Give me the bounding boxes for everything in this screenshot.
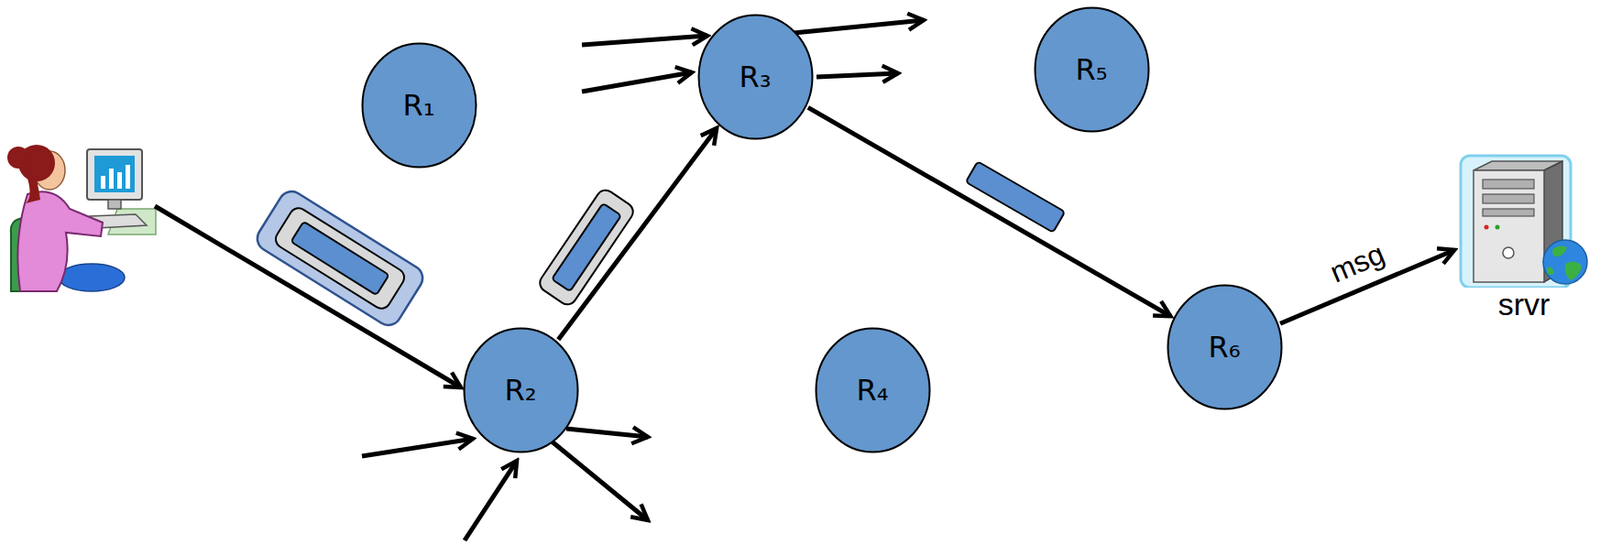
node-texts: R₅ xyxy=(1074,53,1107,88)
traffic-arrow xyxy=(361,438,473,457)
server-icon xyxy=(1473,170,1545,283)
node-texts: R₆ xyxy=(1207,330,1240,365)
traffic-arrow xyxy=(793,20,924,33)
onion-packet xyxy=(290,221,389,296)
server-node: srvr xyxy=(1457,153,1591,322)
server-icon xyxy=(1543,240,1588,285)
router-outline xyxy=(815,328,930,453)
node-texts: srvr xyxy=(1498,287,1551,322)
server-icon xyxy=(1546,267,1555,275)
server-icon xyxy=(1484,225,1490,231)
onion-packet xyxy=(536,186,636,308)
router-circle: R₃ xyxy=(697,13,814,141)
user-illustration xyxy=(7,146,30,169)
router-outline xyxy=(1034,8,1149,132)
router-outline xyxy=(698,15,812,140)
connector-arrow xyxy=(808,107,1171,317)
traffic-arrow xyxy=(464,460,517,541)
router-circle: R₆ xyxy=(1166,284,1283,411)
user-illustration xyxy=(109,168,114,189)
user-illustration xyxy=(125,164,131,189)
user-illustration xyxy=(108,199,121,209)
router-label: R₄ xyxy=(855,373,888,408)
user-illustration xyxy=(7,144,156,292)
user-illustration xyxy=(94,155,135,193)
user-arrow xyxy=(154,206,461,388)
router-outline xyxy=(1167,285,1282,410)
onion-packet xyxy=(272,204,408,312)
onion-packet xyxy=(965,161,1065,233)
user-illustration xyxy=(17,191,103,292)
user-illustration xyxy=(25,178,41,204)
node-texts: R₂ xyxy=(504,373,537,408)
traffic-arrow xyxy=(816,73,899,77)
server-icon xyxy=(1502,247,1514,259)
router-circle: R₁ xyxy=(361,42,478,169)
connector-layer xyxy=(558,107,1455,340)
router-label: R₁ xyxy=(402,88,435,123)
traffic-arrow xyxy=(566,428,648,438)
server-icon xyxy=(1482,179,1535,189)
router-label: R₃ xyxy=(738,60,771,95)
server-icon xyxy=(1552,245,1568,257)
traffic-arrow xyxy=(550,440,648,521)
traffic-arrow xyxy=(581,35,708,45)
user-illustration xyxy=(117,172,122,189)
router-circle: R₂ xyxy=(462,327,580,454)
node-texts: R₁ xyxy=(402,88,435,123)
user-illustration xyxy=(87,149,143,200)
server-label: srvr xyxy=(1498,287,1551,322)
router-label: R₆ xyxy=(1207,330,1240,365)
server-icon xyxy=(1495,225,1501,231)
connector-arrow xyxy=(558,128,717,340)
router-label: R₂ xyxy=(504,373,537,408)
onion-packet xyxy=(536,186,636,308)
server-icon xyxy=(1482,194,1535,204)
node-texts: R₄ xyxy=(855,373,888,408)
server-icon xyxy=(1565,261,1582,281)
router-circle: R₄ xyxy=(814,327,932,454)
user-illustration xyxy=(100,175,106,189)
node-texts: R₃ xyxy=(738,60,771,95)
router-outline xyxy=(361,43,476,168)
router-outline xyxy=(463,328,578,453)
onion-packet xyxy=(551,203,622,292)
traffic-arrow xyxy=(361,20,924,541)
onion-packet xyxy=(965,161,1065,233)
router-circle: R₅ xyxy=(1033,6,1151,133)
onion-packet xyxy=(252,186,428,330)
traffic-arrow xyxy=(581,72,692,92)
server-icon xyxy=(1457,153,1591,288)
user-illustration xyxy=(58,263,125,292)
onion-packet xyxy=(252,186,428,330)
router-label: R₅ xyxy=(1074,53,1107,88)
server-icon xyxy=(1482,208,1535,217)
